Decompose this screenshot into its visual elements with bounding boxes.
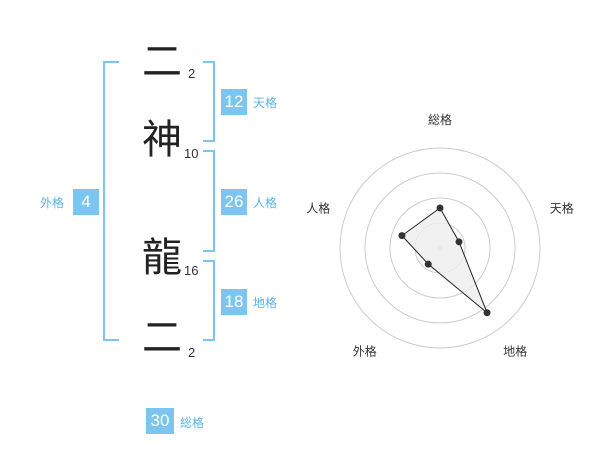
chikaku-label: 地格 xyxy=(253,296,278,310)
tenkaku-label: 天格 xyxy=(253,96,278,110)
radar-point-0 xyxy=(436,204,444,212)
tenkaku-value: 12 xyxy=(221,89,247,115)
gaikaku-label: 外格 xyxy=(40,196,65,210)
tenkaku-bracket xyxy=(203,61,215,142)
chikaku-value: 18 xyxy=(221,289,247,315)
jinkaku-value: 26 xyxy=(221,189,247,215)
stroke-count-4: 2 xyxy=(188,345,196,360)
jinkaku-label: 人格 xyxy=(253,196,278,210)
name-char-4: 二 xyxy=(142,315,182,361)
gaikaku-bracket xyxy=(103,61,119,341)
radar-point-2 xyxy=(483,309,491,317)
stroke-count-3: 16 xyxy=(184,263,199,278)
radar-axis-label-2: 地格 xyxy=(503,344,527,359)
radar-ring-3 xyxy=(364,172,516,324)
stroke-count-1: 2 xyxy=(188,66,196,81)
soukaku-label: 総格 xyxy=(180,416,205,430)
radar-ring-4 xyxy=(339,147,541,349)
soukaku-value: 30 xyxy=(146,408,174,434)
radar-point-3 xyxy=(424,260,432,268)
name-char-3: 龍 xyxy=(142,235,182,281)
radar-point-4 xyxy=(398,232,406,240)
radar-ring-2 xyxy=(389,197,491,299)
gaikaku-value: 4 xyxy=(73,189,99,215)
name-char-2: 神 xyxy=(142,117,182,163)
radar-axis-label-0: 総格 xyxy=(428,112,452,127)
chikaku-bracket xyxy=(203,260,215,341)
radar-polygon xyxy=(401,207,488,314)
name-char-1: 二 xyxy=(142,39,182,85)
jinkaku-bracket xyxy=(203,150,215,252)
radar-axis-label-1: 天格 xyxy=(550,200,574,215)
radar-point-1 xyxy=(455,238,463,246)
radar-axis-label-4: 人格 xyxy=(306,200,330,215)
stroke-count-2: 10 xyxy=(184,146,199,161)
radar-axis-label-3: 外格 xyxy=(353,344,377,359)
